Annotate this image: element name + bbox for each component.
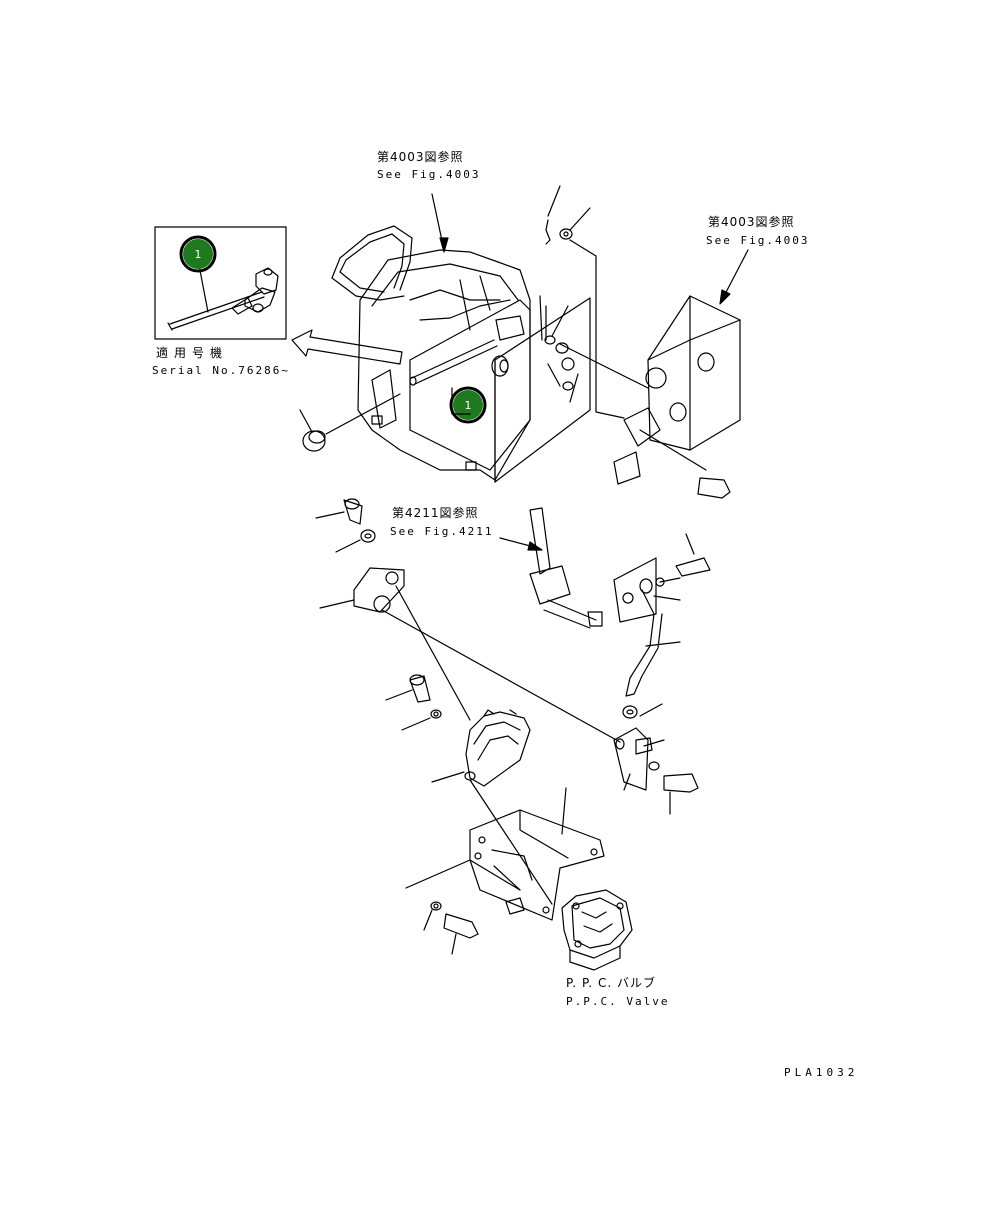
knob xyxy=(300,394,400,451)
serial-label-jp: 適用号機 xyxy=(156,346,229,360)
callout-circle xyxy=(179,235,217,273)
control-box-body xyxy=(358,250,530,480)
ppc-valve-label-en: P.P.C. Valve xyxy=(566,995,670,1008)
inset-bracket xyxy=(245,288,275,312)
callout-number: 1 xyxy=(195,248,202,261)
clip-and-washer xyxy=(540,186,624,418)
callout-number: 1 xyxy=(465,399,472,412)
reference-arrows xyxy=(432,194,748,550)
control-box-assembly xyxy=(332,226,530,480)
valve-body xyxy=(562,890,632,958)
inset-detail xyxy=(155,227,286,339)
ppc-valve xyxy=(562,890,632,970)
serial-label-en: Serial No.76286~ xyxy=(152,364,290,377)
inset-rod xyxy=(170,292,262,324)
linkage-lines xyxy=(382,586,620,904)
mounting-plate xyxy=(470,810,604,920)
mid-reference-jp: 第4211図参照 xyxy=(392,506,479,520)
left-bolt-washer xyxy=(386,675,441,730)
console-body xyxy=(648,296,740,450)
rubber-boot xyxy=(432,710,530,786)
callout-circle xyxy=(449,386,487,424)
callout-1-main xyxy=(449,386,487,424)
drawing-id: PLA1032 xyxy=(784,1066,859,1079)
callout-1-inset xyxy=(179,235,217,273)
right-clamp xyxy=(614,704,698,814)
base-plate xyxy=(406,788,604,920)
top-reference-en: See Fig.4003 xyxy=(377,168,481,181)
top-reference-jp: 第4003図参照 xyxy=(377,150,464,164)
mid-reference-en: See Fig.4211 xyxy=(390,525,494,538)
lever-fig-4211 xyxy=(530,508,710,696)
right-console xyxy=(548,296,740,498)
right-reference-jp: 第4003図参照 xyxy=(708,215,795,229)
ppc-valve-label-jp: P. P. C. バルブ xyxy=(566,976,657,990)
lever-plate xyxy=(495,298,590,482)
lever-rod xyxy=(412,340,494,378)
bottom-bolt-washer xyxy=(424,902,478,954)
inset-arrow xyxy=(292,330,402,364)
right-reference-en: See Fig.4003 xyxy=(706,234,810,247)
arrow-left xyxy=(292,330,402,364)
inset-frame xyxy=(155,227,286,339)
upper-bracket xyxy=(316,499,404,612)
